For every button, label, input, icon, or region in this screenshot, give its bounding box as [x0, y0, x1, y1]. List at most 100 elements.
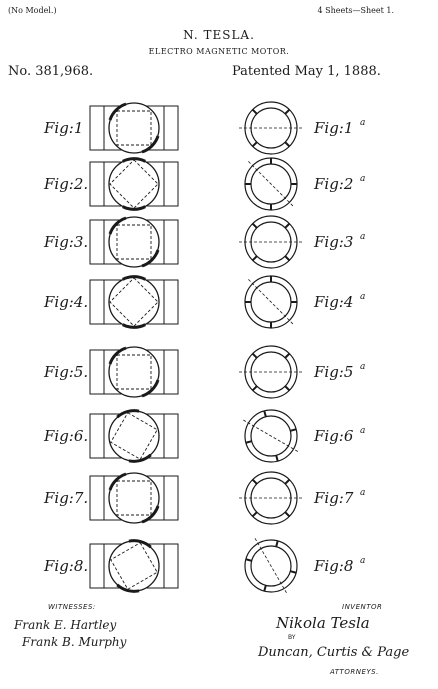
- figure-label: Fig:3.: [43, 233, 88, 251]
- left-figure: Fig:2.: [43, 157, 179, 211]
- coil-divider: [245, 558, 252, 562]
- pole-shoe: [141, 249, 160, 268]
- armature-square: [116, 224, 152, 260]
- left-figure: Fig:7.: [43, 472, 179, 524]
- coil-divider: [251, 108, 258, 115]
- coil-divider: [251, 222, 258, 229]
- figure-superscript: a: [360, 292, 365, 302]
- figure-superscript: a: [360, 174, 365, 184]
- attorneys-signature: Duncan, Curtis & Page: [258, 645, 410, 660]
- coil-divider: [251, 255, 258, 262]
- figure-label: Fig:3: [313, 233, 353, 251]
- axis-line: [248, 279, 294, 325]
- figure-superscript: a: [360, 118, 365, 128]
- coil-divider: [284, 141, 291, 148]
- witness-signature-2: Frank B. Murphy: [22, 635, 127, 649]
- pole-shoe: [108, 472, 127, 491]
- inventor-signature: Nikola Tesla: [276, 614, 370, 632]
- patent-number: No. 381,968.: [8, 64, 94, 79]
- coil-divider: [284, 385, 291, 392]
- coil-divider: [251, 385, 258, 392]
- armature-square: [110, 542, 158, 590]
- figure-superscript: a: [360, 488, 365, 498]
- axis-line: [243, 419, 299, 453]
- by-label: BY: [288, 634, 296, 641]
- coil-divider: [284, 255, 291, 262]
- figure-label: Fig:5.: [43, 363, 88, 381]
- stator-left-pole: [89, 349, 105, 395]
- stator-right-pole: [163, 475, 179, 521]
- figure-label: Fig:2.: [43, 175, 88, 193]
- rotor-circle: [108, 216, 160, 268]
- inventor-label: INVENTOR: [342, 603, 383, 611]
- coil-divider: [251, 511, 258, 518]
- rotor-circle: [108, 102, 160, 154]
- stator-right-pole: [163, 105, 179, 151]
- stator-left-pole: [89, 413, 105, 459]
- coil-divider: [284, 352, 291, 359]
- left-figure: Fig:6.: [43, 409, 179, 463]
- left-figure: Fig:4.: [43, 275, 179, 329]
- coil-divider: [284, 511, 291, 518]
- stator-left-pole: [89, 475, 105, 521]
- figure-label: Fig:1: [313, 119, 353, 137]
- ring-inner: [250, 415, 292, 457]
- coil-divider: [245, 440, 252, 444]
- coil-divider: [251, 352, 258, 359]
- pole-shoe: [122, 323, 146, 329]
- right-figure: Fig:7 a: [239, 471, 365, 525]
- right-figure: Fig:4 a: [244, 275, 365, 329]
- witnesses-label: WITNESSES:: [48, 603, 96, 611]
- stator-right-pole: [163, 413, 179, 459]
- right-figure: Fig:6 a: [243, 409, 365, 463]
- figure-label: Fig:6.: [43, 427, 88, 445]
- pole-shoe: [141, 505, 160, 524]
- inventor-heading: N. TESLA.: [183, 28, 255, 42]
- figure-label: Fig:5: [313, 363, 353, 381]
- figure-label: Fig:1: [43, 119, 83, 137]
- stator-right-pole: [163, 279, 179, 325]
- figure-label: Fig:4: [313, 293, 353, 311]
- pole-shoe: [108, 346, 127, 365]
- figure-label: Fig:7.: [43, 489, 88, 507]
- pole-shoe: [141, 379, 160, 398]
- coil-divider: [251, 141, 258, 148]
- rotor-circle: [108, 410, 160, 462]
- armature-square: [109, 277, 159, 327]
- ring-outer: [244, 409, 298, 463]
- ring-inner: [250, 545, 292, 587]
- stator-left-pole: [89, 161, 105, 207]
- figure-label: Fig:7: [313, 489, 354, 507]
- witness-signature-1: Frank E. Hartley: [14, 618, 117, 632]
- figure-label: Fig:6: [313, 427, 354, 445]
- figure-superscript: a: [360, 362, 365, 372]
- coil-divider: [284, 222, 291, 229]
- patent-date: Patented May 1, 1888.: [232, 64, 381, 79]
- pole-shoe: [141, 135, 160, 154]
- figure-label: Fig:8.: [43, 557, 88, 575]
- pole-shoe: [116, 409, 140, 419]
- right-figure: Fig:5 a: [239, 345, 365, 399]
- rotor-circle: [108, 346, 160, 398]
- rotor-circle: [108, 472, 160, 524]
- figure-superscript: a: [360, 232, 365, 242]
- coil-divider: [263, 410, 267, 417]
- pole-shoe: [116, 583, 140, 593]
- coil-divider: [290, 570, 297, 574]
- pole-shoe: [108, 216, 127, 235]
- coil-divider: [263, 585, 267, 592]
- figure-label: Fig:2: [313, 175, 353, 193]
- stator-right-pole: [163, 349, 179, 395]
- coil-divider: [275, 540, 279, 547]
- stator-left-pole: [89, 219, 105, 265]
- attorneys-label: ATTORNEYS.: [330, 668, 379, 676]
- coil-divider: [275, 455, 279, 462]
- armature-square: [116, 480, 152, 516]
- right-figure: Fig:2 a: [244, 157, 365, 211]
- axis-line: [254, 538, 288, 594]
- ring-outer: [244, 539, 298, 593]
- stator-left-pole: [89, 279, 105, 325]
- figure-superscript: a: [360, 426, 365, 436]
- pole-shoe: [122, 157, 146, 163]
